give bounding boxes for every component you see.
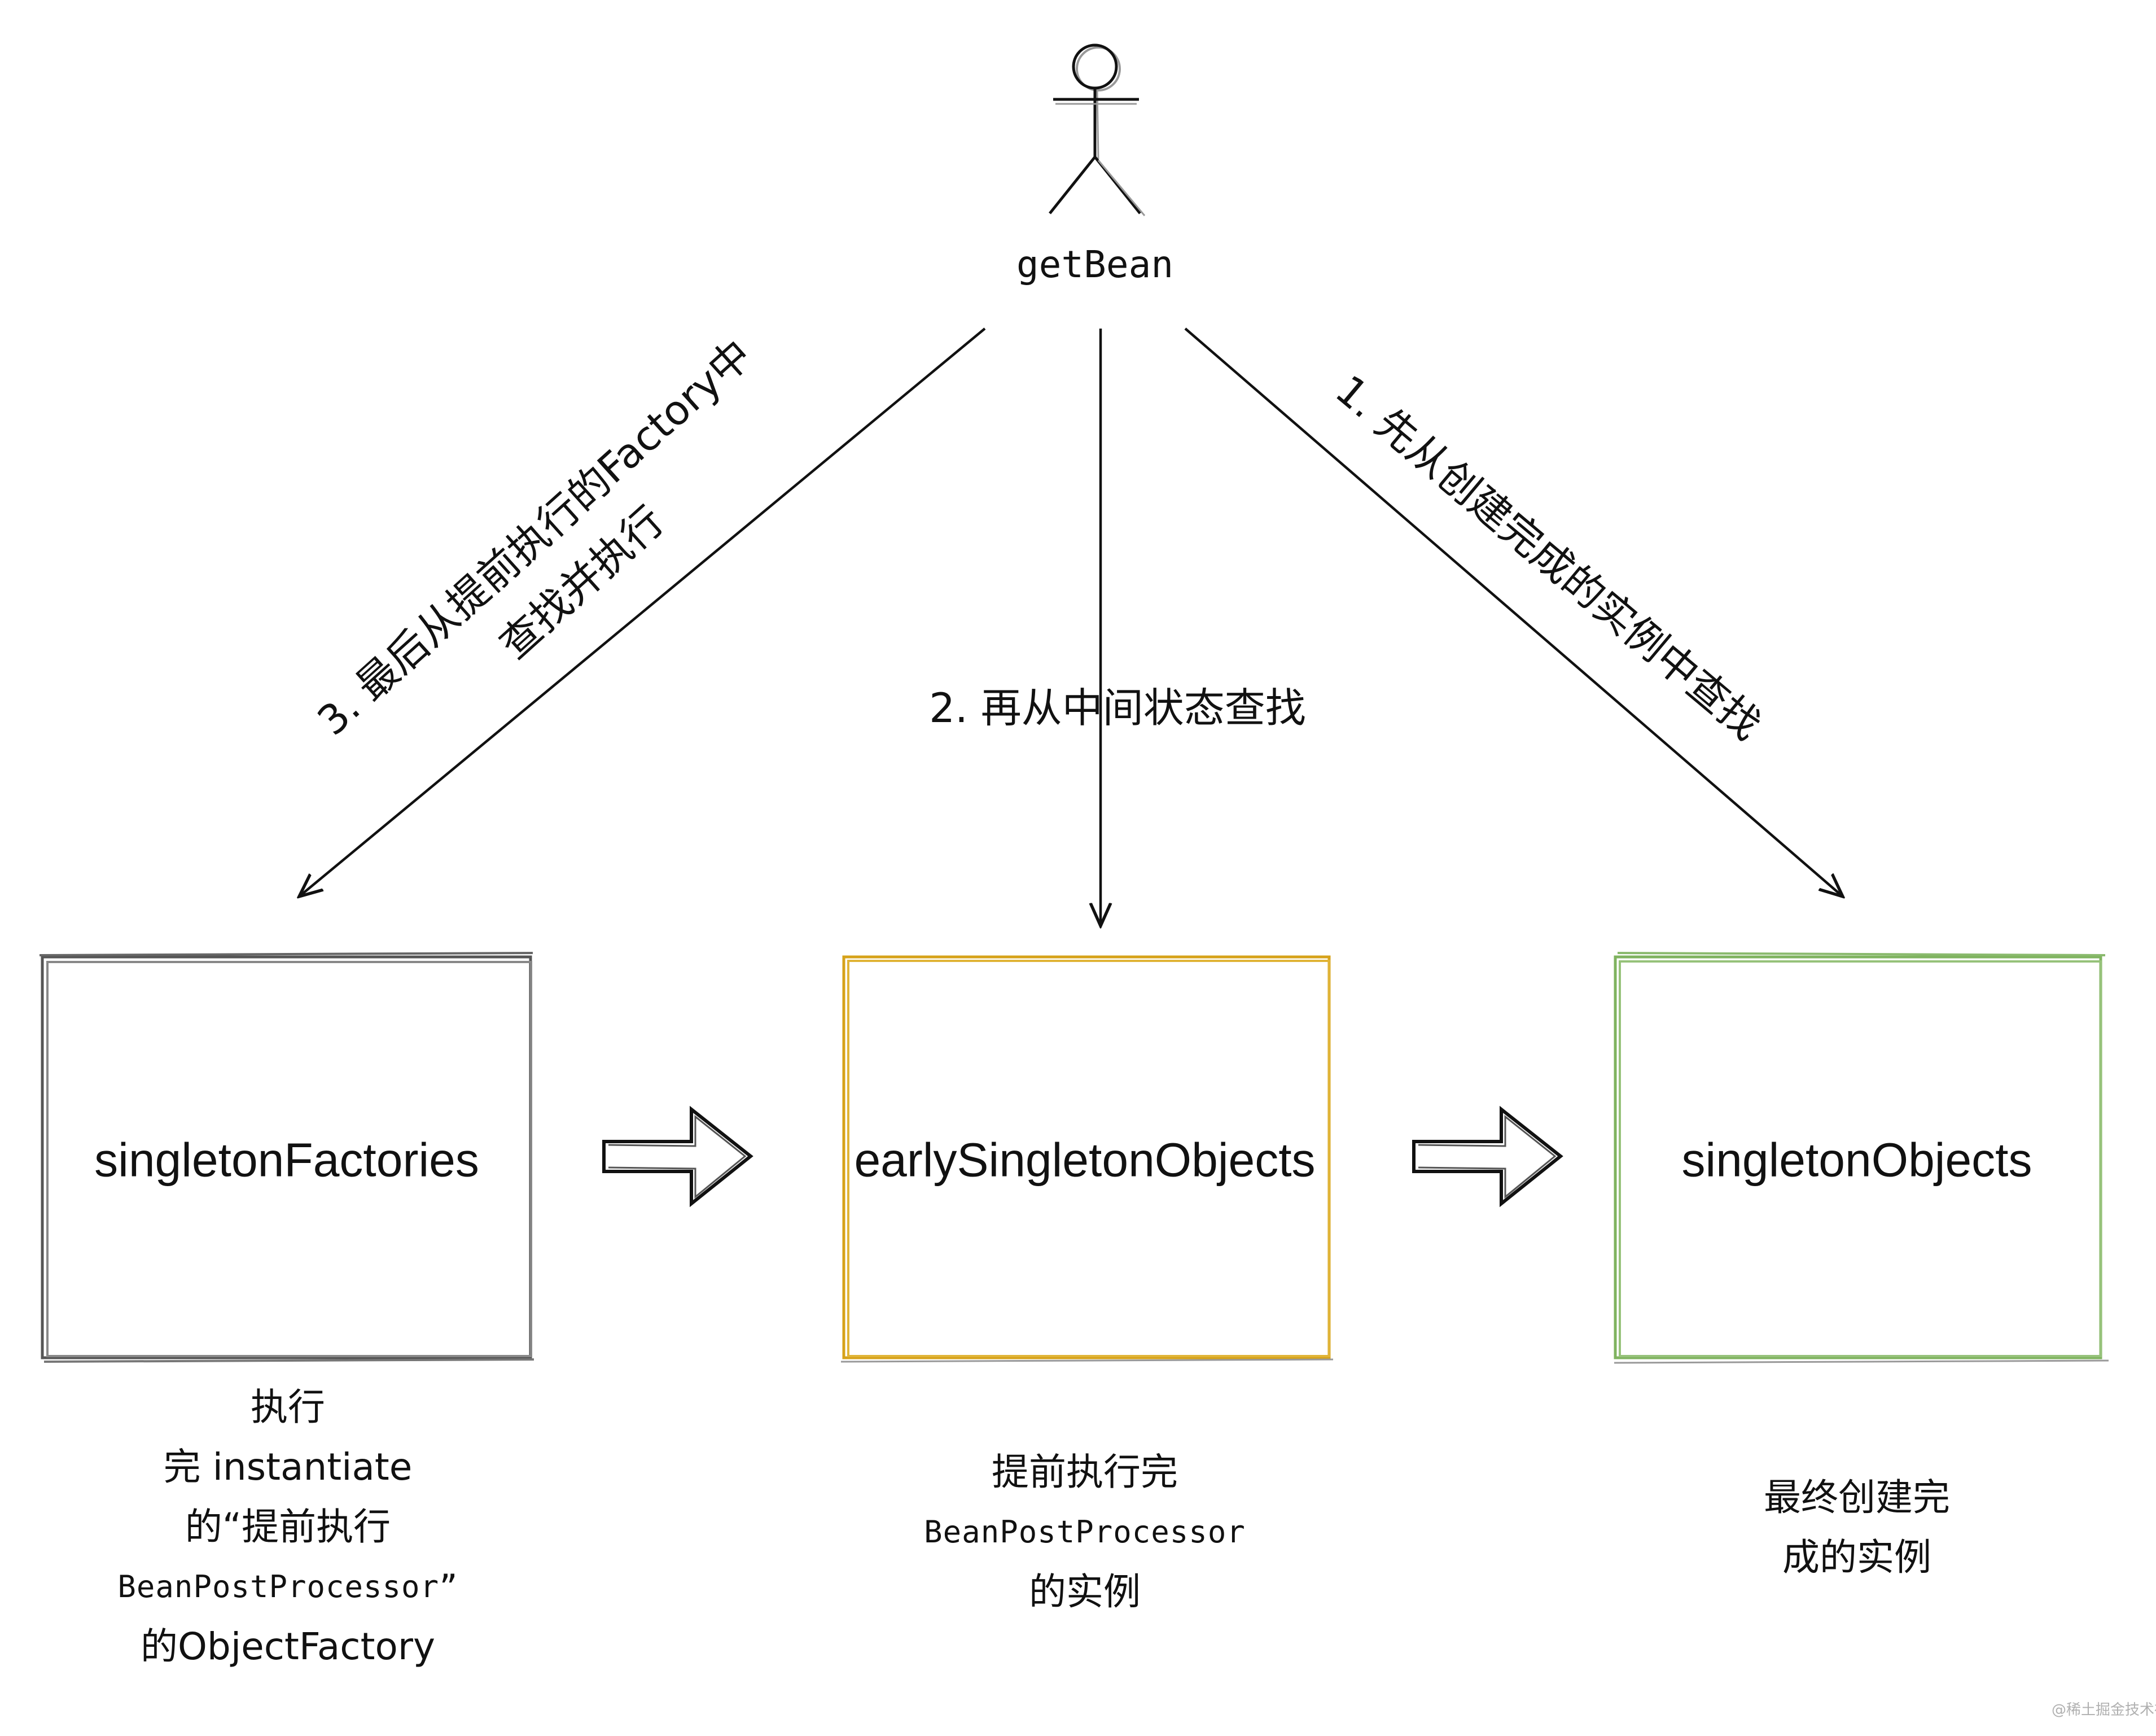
caption-line: 最终创建完 bbox=[1764, 1476, 1950, 1519]
caption-line: BeanPostProcessor” bbox=[117, 1569, 458, 1604]
actor-label: getBean bbox=[1016, 243, 1174, 286]
flow-arrow-1-icon bbox=[602, 1105, 753, 1208]
box-title-singleton-objects: singletonObjects bbox=[1681, 1133, 2032, 1187]
caption-line: 提前执行完 bbox=[992, 1450, 1178, 1494]
caption-line: BeanPostProcessor bbox=[924, 1514, 1246, 1550]
caption-line: 成的实例 bbox=[1782, 1536, 1931, 1579]
edge-2-label: 2. 再从中间状态查找 bbox=[929, 684, 1306, 732]
box-title-early-singleton-objects: earlySingletonObjects bbox=[854, 1133, 1316, 1187]
caption-singleton-factories: 执行 完 instantiate 的“提前执行 BeanPostProcesso… bbox=[117, 1378, 458, 1677]
caption-singleton-objects: 最终创建完 成的实例 bbox=[1764, 1468, 1950, 1588]
caption-line: 完 instantiate bbox=[163, 1445, 413, 1489]
actor-stick-figure-icon bbox=[1049, 43, 1146, 216]
caption-line: 的ObjectFactory bbox=[140, 1625, 436, 1668]
watermark: @稀土掘金技术社区 bbox=[2052, 1702, 2156, 1718]
box-singleton-objects bbox=[1614, 952, 2109, 1364]
box-title-singleton-factories: singletonFactories bbox=[94, 1133, 479, 1187]
edge-1-arrow bbox=[1184, 327, 1843, 897]
flow-arrow-2-icon bbox=[1412, 1105, 1563, 1208]
edge-3-arrow bbox=[299, 327, 986, 897]
caption-line: 执行 bbox=[250, 1385, 325, 1429]
box-singleton-factories bbox=[39, 952, 534, 1363]
caption-early-singleton-objects: 提前执行完 BeanPostProcessor 的实例 bbox=[924, 1442, 1246, 1622]
caption-line: 的“提前执行 bbox=[185, 1505, 391, 1549]
caption-line: 的实例 bbox=[1029, 1570, 1141, 1613]
box-early-singleton-objects bbox=[840, 955, 1334, 1363]
